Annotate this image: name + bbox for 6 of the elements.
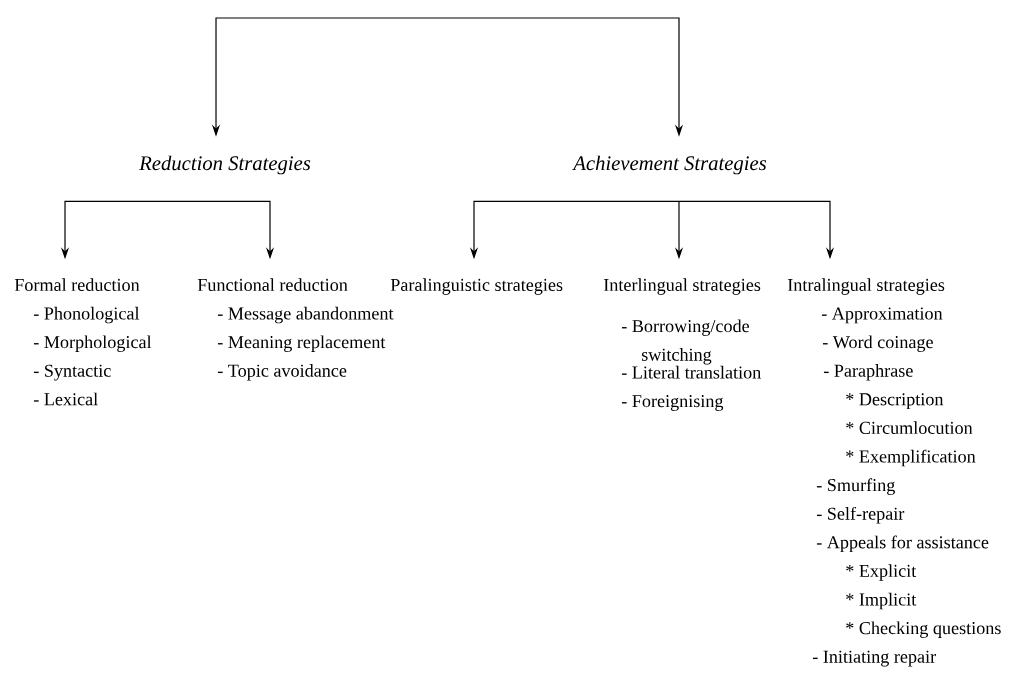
strategy-list: Formal reduction - Phonological - Morphological - Syntactic - Lexical xyxy=(14,278,152,406)
strategy-list: Interlingual strategies - Borrowing/code switching - Literal translation - Foreignising xyxy=(603,278,761,411)
category-heading: Achievement Strategies xyxy=(572,155,767,175)
category-heading: Reduction Strategies xyxy=(139,155,311,175)
strategy-list: Paralinguistic strategies xyxy=(390,278,563,295)
strategy-list: Intralingual strategies - Approximation - Word coinage - Paraphrase * Description * Circumlocution * Exemplification - Smurfing - Self-repair - Appeals for assistance * Explicit * Implicit * Checking questions - Initiating repair xyxy=(787,278,1001,667)
